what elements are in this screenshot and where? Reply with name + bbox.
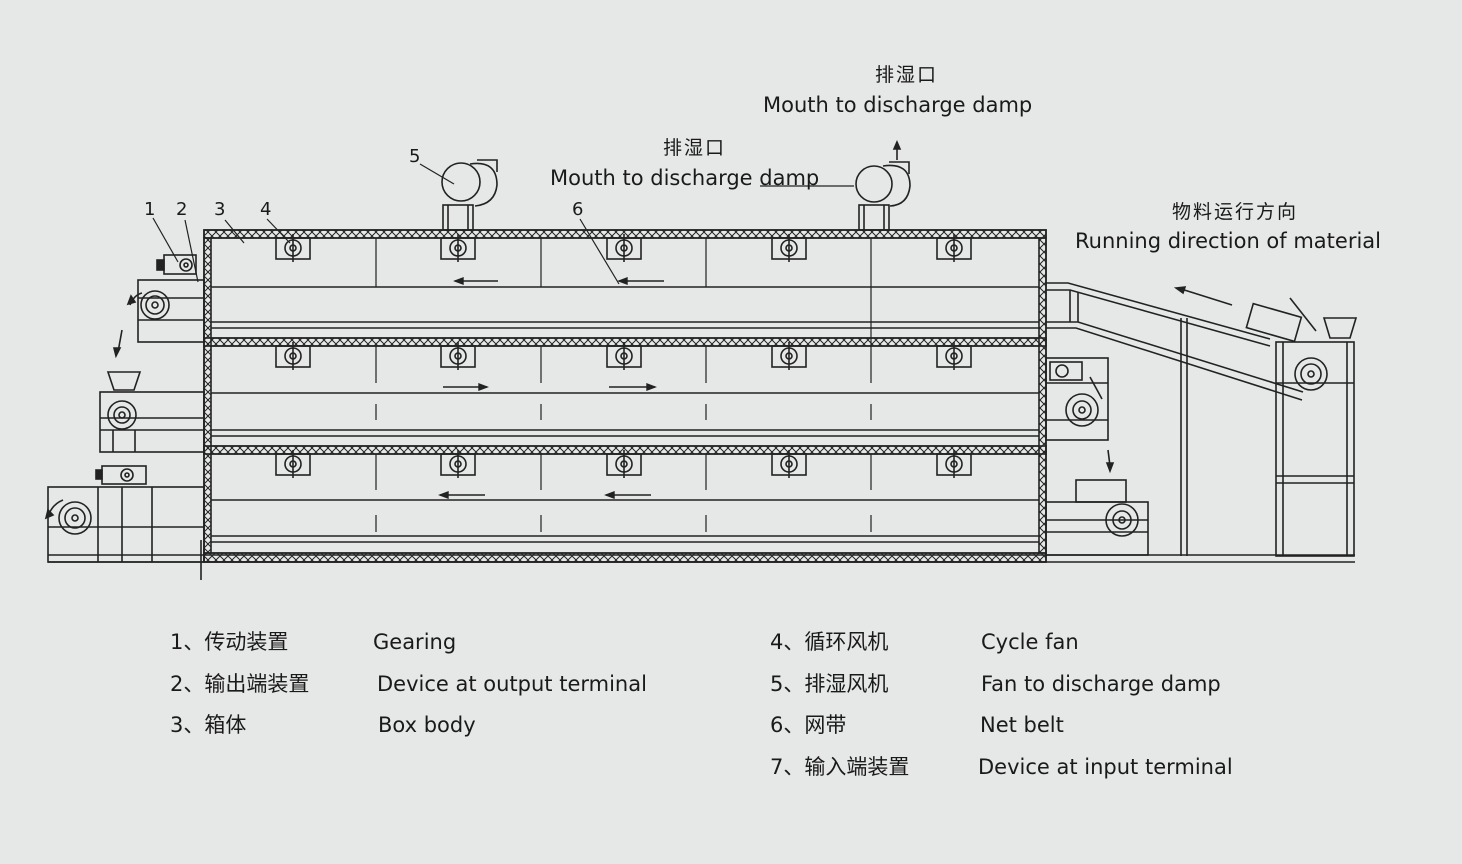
legend-6-cn: 6、网带	[770, 713, 847, 737]
legend-4-cn: 4、循环风机	[770, 630, 889, 654]
legend-2-cn: 2、输出端装置	[170, 672, 310, 696]
legend-1-cn: 1、传动装置	[170, 630, 289, 654]
callout-5: 5	[409, 146, 421, 167]
legend-7-cn: 7、输入端装置	[770, 755, 910, 779]
legend-3-cn: 3、箱体	[170, 713, 247, 737]
exhaust-top-en: Mouth to discharge damp	[763, 93, 1033, 117]
exhaust-fan-left	[441, 159, 498, 231]
legend-1-en: Gearing	[373, 630, 457, 654]
gearing-and-output	[44, 254, 1355, 580]
direction-cn: 物料运行方向	[1172, 201, 1299, 223]
cycle-fan-row3	[275, 450, 972, 478]
callout-2: 2	[176, 199, 188, 220]
legend-7-en: Device at input terminal	[978, 755, 1233, 779]
exhaust-mid-cn: 排湿口	[663, 137, 727, 159]
legend-5-en: Fan to discharge damp	[981, 672, 1221, 696]
legend-5-cn: 5、排湿风机	[770, 672, 889, 696]
chamber-dividers	[375, 238, 872, 532]
callout-4: 4	[260, 199, 272, 220]
input-terminal	[1045, 282, 1358, 557]
exhaust-fan-right	[855, 139, 911, 231]
cycle-fan-row1	[275, 234, 972, 262]
callout-leaders	[152, 163, 854, 285]
callout-6: 6	[572, 199, 584, 220]
cycle-fan-row2	[275, 342, 972, 370]
net-belts	[211, 286, 1039, 543]
callout-3: 3	[214, 199, 226, 220]
exhaust-mid-en: Mouth to discharge damp	[550, 166, 820, 190]
direction-en: Running direction of material	[1075, 229, 1381, 253]
legend-2-en: Device at output terminal	[377, 672, 647, 696]
callout-1: 1	[144, 199, 156, 220]
legend-3-en: Box body	[378, 713, 476, 737]
flow-arrows	[438, 276, 664, 500]
legend-6-en: Net belt	[980, 713, 1064, 737]
legend-4-en: Cycle fan	[981, 630, 1079, 654]
exhaust-top-cn: 排湿口	[875, 64, 939, 86]
